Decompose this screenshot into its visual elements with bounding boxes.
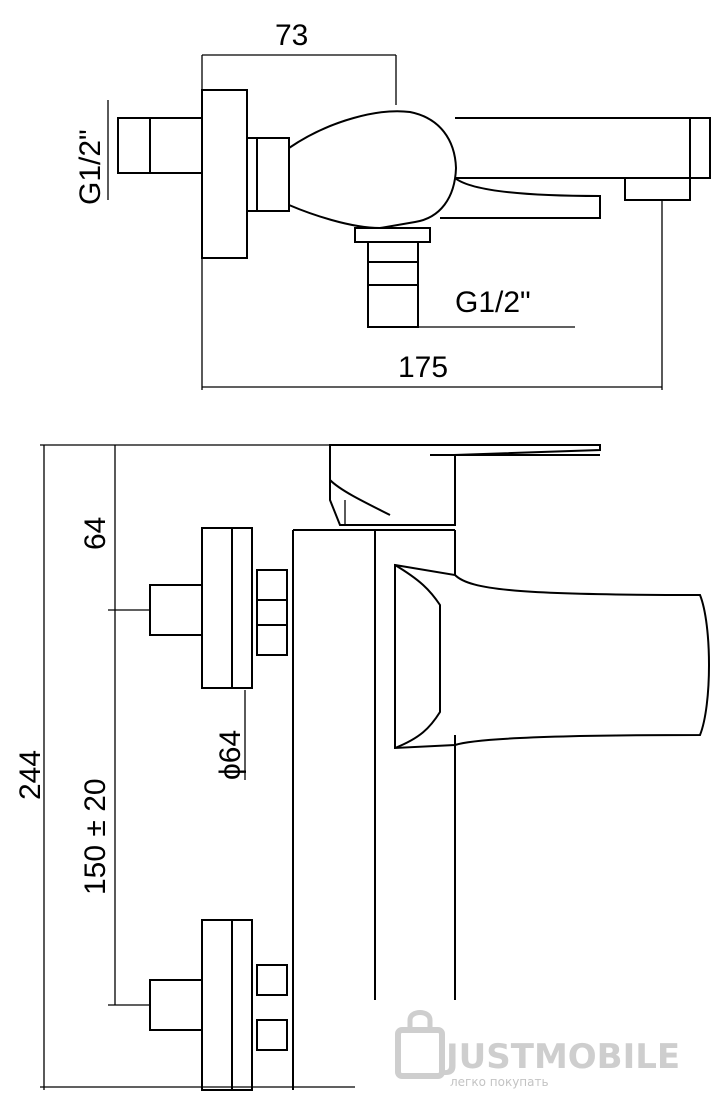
watermark-brand: JUSTMOBILE — [444, 1037, 680, 1077]
watermark: JUSTMOBILE легко покупать — [395, 1010, 680, 1089]
dim-175-label: 175 — [398, 351, 448, 384]
top-view: 73 G1/2" G1/2" 175 — [74, 19, 711, 390]
dim-73-label: 73 — [275, 19, 308, 52]
dim-244-label: 244 — [14, 750, 47, 800]
dim-64-label: 64 — [79, 517, 112, 550]
shopping-bag-icon — [395, 1010, 445, 1079]
dim-inlet-label: G1/2" — [74, 129, 107, 205]
watermark-tagline: легко покупать — [450, 1075, 549, 1089]
side-view: 244 64 150 ± 20 ϕ64 — [14, 444, 710, 1091]
dim-diameter-label: ϕ64 — [214, 730, 247, 780]
dim-150-label: 150 ± 20 — [79, 778, 112, 895]
dim-outlet-label: G1/2" — [455, 286, 531, 319]
